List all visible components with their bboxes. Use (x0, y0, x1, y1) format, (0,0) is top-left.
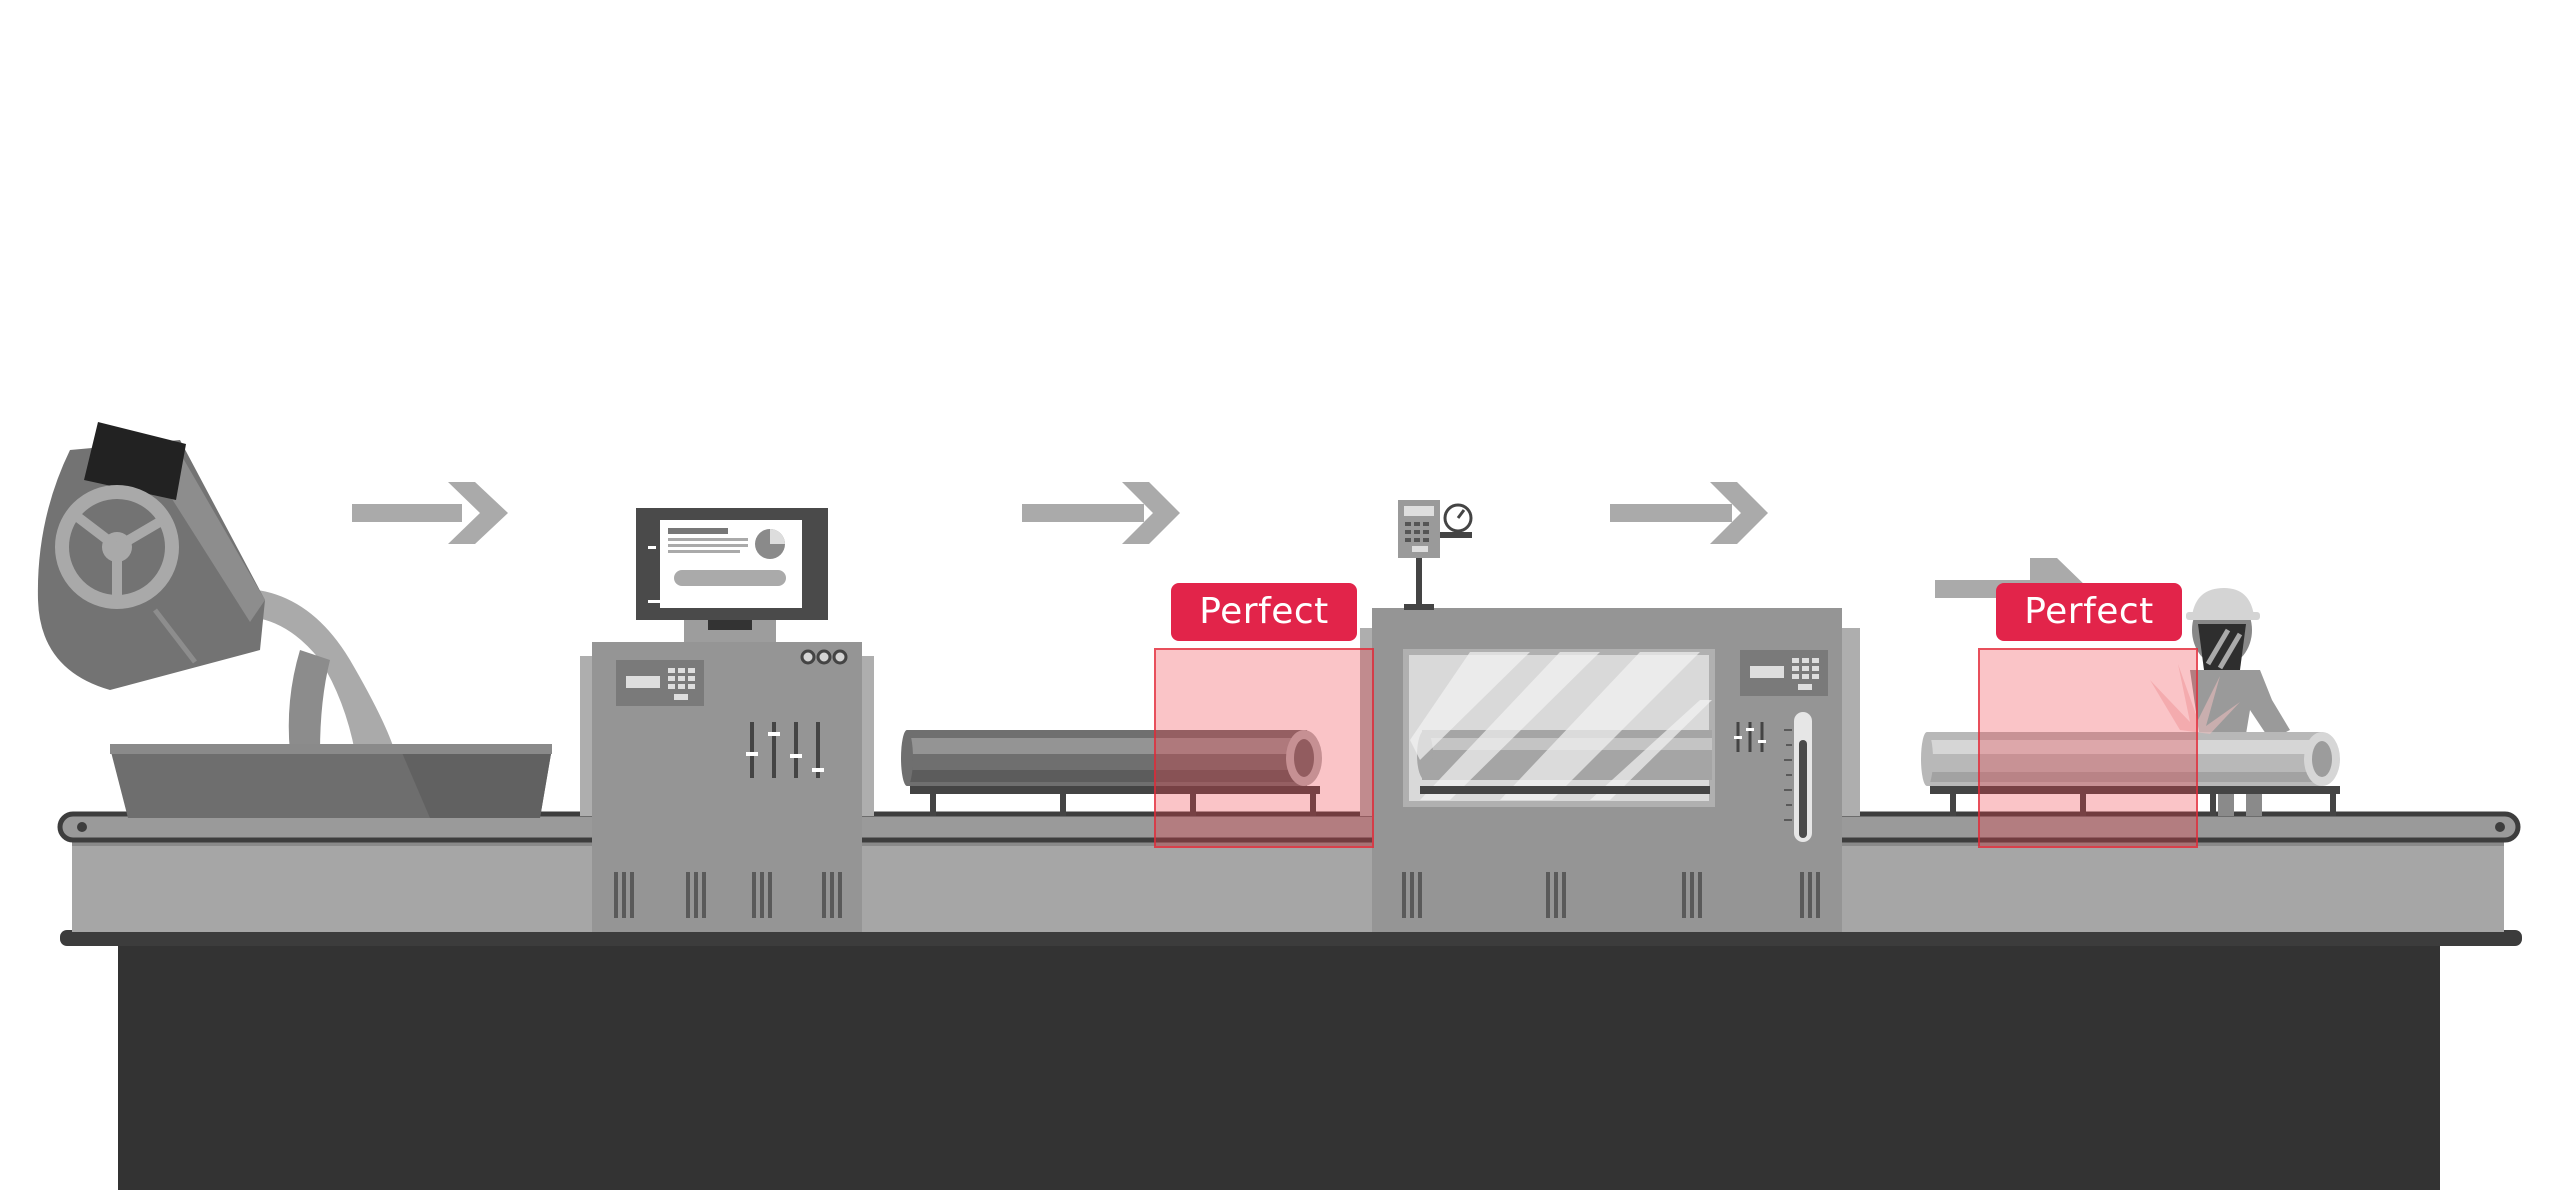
pressure-gauge-icon (1398, 500, 1472, 610)
control-station (580, 642, 874, 932)
mold-tray (110, 744, 552, 818)
inspection-highlight-box (1154, 648, 1374, 848)
ladle-icon (38, 422, 395, 752)
conveyor-body (72, 838, 2504, 932)
inspection-highlight-box (1978, 648, 2198, 848)
flow-arrow-icon (1022, 482, 1180, 544)
machine-base (118, 932, 2440, 1190)
belt-roller-right (2495, 822, 2505, 832)
belt-roller-left (77, 822, 87, 832)
quality-tester (1360, 608, 1860, 932)
flow-arrow-icon (1610, 482, 1768, 544)
inspection-status-badge: Perfect (1996, 583, 2182, 641)
flow-arrow-icon (352, 482, 508, 544)
monitor-icon (636, 508, 828, 642)
base-rail (60, 930, 2522, 946)
inspection-status-badge: Perfect (1171, 583, 1357, 641)
